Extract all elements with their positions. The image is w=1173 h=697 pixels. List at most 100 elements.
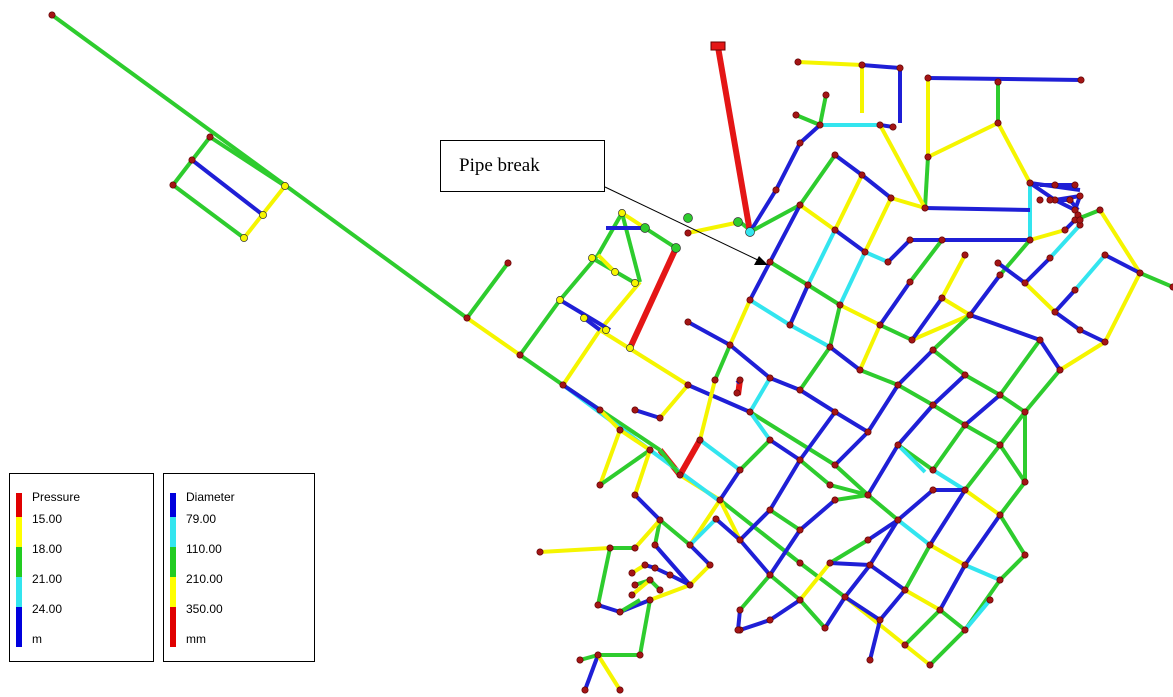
pipe-83 — [798, 153, 837, 207]
pipe-158 — [738, 438, 772, 472]
pressure-node-6 — [671, 243, 681, 253]
pipe-82 — [1058, 340, 1107, 372]
junction-165 — [736, 376, 744, 384]
junction-4 — [516, 351, 524, 359]
pipe-138 — [931, 373, 967, 407]
pipe-144 — [768, 438, 802, 462]
junction-56 — [921, 204, 929, 212]
junction-159 — [656, 586, 664, 594]
pipe-105 — [1073, 253, 1107, 292]
pipe-20 — [596, 212, 624, 256]
junction-120 — [796, 596, 804, 604]
junction-140 — [656, 516, 664, 524]
pipe-224 — [583, 654, 600, 691]
junction-96 — [831, 461, 839, 469]
pipe-153 — [963, 443, 1002, 492]
pipe-32 — [598, 328, 690, 387]
pipe-188 — [903, 544, 932, 591]
pipe-163 — [738, 508, 772, 542]
junction-87 — [796, 386, 804, 394]
pipe-104 — [1053, 288, 1077, 314]
pipe-146 — [833, 430, 870, 467]
tank-icon — [710, 41, 726, 51]
pipe-4 — [518, 353, 565, 387]
pipe-79 — [911, 313, 971, 342]
pipe-134 — [798, 388, 837, 414]
pipe-9 — [208, 135, 287, 188]
junction-34 — [1026, 236, 1034, 244]
pipe-58 — [878, 124, 927, 209]
junction-60 — [1076, 192, 1084, 200]
junction-137 — [796, 559, 804, 567]
junction-92 — [961, 421, 969, 429]
pipe-89 — [838, 251, 867, 306]
pipe-135 — [833, 410, 870, 434]
pipe-48 — [818, 94, 828, 126]
pipe-161 — [829, 483, 869, 497]
pipe-178 — [998, 553, 1027, 582]
pipe-14 — [798, 561, 847, 599]
junction-155 — [594, 601, 602, 609]
junction-50 — [822, 91, 830, 99]
pressure-node-16 — [745, 227, 755, 237]
pipe-218 — [653, 543, 692, 587]
junction-110 — [796, 526, 804, 534]
pipe-133 — [748, 376, 772, 414]
junction-53 — [1077, 76, 1085, 84]
junction-72 — [1021, 279, 1029, 287]
junction-93 — [996, 441, 1004, 449]
pipe-167 — [834, 493, 869, 502]
junction-75 — [1076, 326, 1084, 334]
pipe-59 — [749, 203, 801, 234]
junction-100 — [961, 486, 969, 494]
junction-49 — [792, 111, 800, 119]
pipe-44 — [861, 63, 901, 70]
junction-90 — [864, 428, 872, 436]
pipe-110 — [748, 298, 792, 327]
pipe-168 — [866, 493, 900, 522]
pipe-94 — [940, 254, 967, 299]
junction-29 — [1136, 269, 1144, 277]
junction-19 — [746, 296, 754, 304]
junction-26 — [1036, 336, 1044, 344]
pipe-38 — [748, 188, 778, 234]
pipe-156 — [998, 443, 1027, 484]
pipe-72 — [748, 261, 772, 301]
junction-1 — [48, 11, 56, 19]
pipe-123 — [858, 324, 882, 371]
pipe-107 — [1103, 272, 1142, 343]
pipe-17 — [648, 448, 720, 502]
junction-150 — [616, 686, 624, 694]
pipe-136 — [866, 383, 900, 434]
junction-135 — [736, 606, 744, 614]
junction-66 — [831, 151, 839, 159]
pipe-8 — [190, 158, 265, 217]
pressure-node-13 — [626, 344, 634, 352]
junction-3 — [504, 259, 512, 267]
pipe-124 — [728, 343, 772, 380]
pipe-3 — [465, 316, 522, 357]
pipe-66 — [1029, 228, 1066, 242]
pipe-30 — [596, 253, 617, 274]
pipe-60 — [798, 203, 837, 232]
pipe-181 — [738, 538, 772, 577]
pipe-132 — [634, 408, 661, 420]
junction-59 — [1071, 181, 1079, 189]
pipe-33 — [687, 383, 751, 414]
pipe-184 — [828, 538, 870, 565]
junction-154 — [631, 544, 639, 552]
pipe-166 — [798, 498, 837, 532]
pipe-143 — [798, 410, 837, 462]
junction-38 — [861, 248, 869, 256]
junction-147 — [636, 651, 644, 659]
junction-162 — [628, 569, 636, 577]
diameter-level-3: 210.00 — [186, 572, 223, 586]
junction-104 — [676, 471, 684, 479]
pressure-swatch-4 — [16, 577, 22, 607]
junction-128 — [876, 616, 884, 624]
junction-42 — [796, 139, 804, 147]
pipe-break-label: Pipe break — [459, 155, 540, 176]
pipe-174 — [928, 488, 967, 547]
pipe-47 — [795, 113, 821, 127]
junction-54 — [994, 119, 1002, 127]
